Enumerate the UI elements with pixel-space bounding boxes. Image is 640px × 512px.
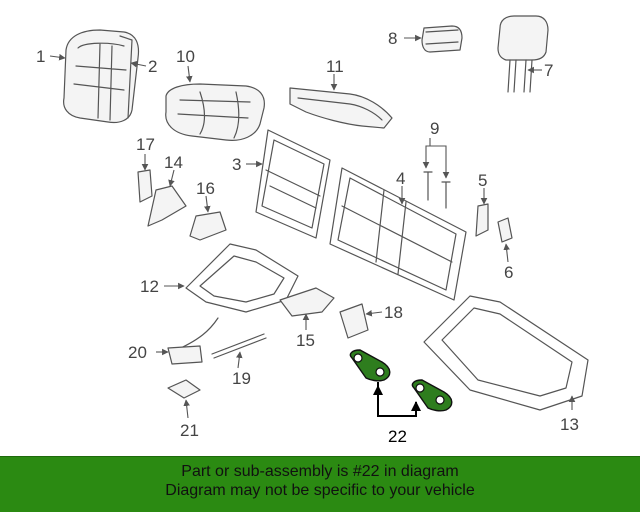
callout-17: 17 [136, 135, 155, 154]
callout-12: 12 [140, 277, 159, 296]
hinge-14-part [147, 185, 187, 227]
callout-2: 2 [148, 57, 157, 76]
callout-4: 4 [396, 169, 405, 188]
callout-5: 5 [478, 171, 487, 190]
seat-back-frame-large-part [329, 167, 467, 301]
footer-line-1: Part or sub-assembly is #22 in diagram [181, 463, 459, 480]
callout-13: 13 [560, 415, 579, 434]
bracket-17-part [137, 169, 153, 203]
footer-banner: Part or sub-assembly is #22 in diagram D… [0, 456, 640, 512]
plate-22-highlight-part [349, 349, 453, 412]
seat-cushion-cover-part [165, 83, 265, 141]
hinge-16-part [189, 211, 227, 241]
rod-19-part [211, 333, 267, 359]
callout-10: 10 [176, 47, 195, 66]
cushion-frame-part [185, 243, 299, 313]
bracket-15-part [279, 287, 335, 317]
clip-21-part [167, 379, 201, 399]
callout-21: 21 [180, 421, 199, 440]
callout-14: 14 [164, 153, 183, 172]
callout-19: 19 [232, 369, 251, 388]
seat-back-cover-part [63, 29, 140, 124]
pad-part [289, 87, 393, 129]
headrest-guide-part [421, 25, 463, 53]
headrest-part [497, 15, 549, 93]
callout-7: 7 [544, 61, 553, 80]
footer-line-2: Diagram may not be specific to your vehi… [165, 482, 475, 499]
callout-20: 20 [128, 343, 147, 362]
parts-diagram: 1 2 10 11 8 7 3 4 9 5 6 17 14 16 12 15 1… [36, 15, 589, 446]
callout-8: 8 [388, 29, 397, 48]
callout-11: 11 [326, 57, 344, 76]
bracket-5-part [475, 203, 489, 237]
callout-22: 22 [388, 427, 407, 446]
cushion-frame-large-part [423, 295, 589, 411]
cable-20-part [167, 317, 219, 365]
bolt-part [423, 171, 451, 209]
callout-15: 15 [296, 331, 315, 350]
bracket-6-part [497, 217, 513, 243]
seat-back-frame-part [255, 129, 331, 239]
cover-18-part [339, 303, 369, 339]
callout-16: 16 [196, 179, 215, 198]
callout-18: 18 [384, 303, 403, 322]
callout-3: 3 [232, 155, 241, 174]
callout-6: 6 [504, 263, 513, 282]
callout-1: 1 [36, 47, 45, 66]
callout-9: 9 [430, 119, 439, 138]
